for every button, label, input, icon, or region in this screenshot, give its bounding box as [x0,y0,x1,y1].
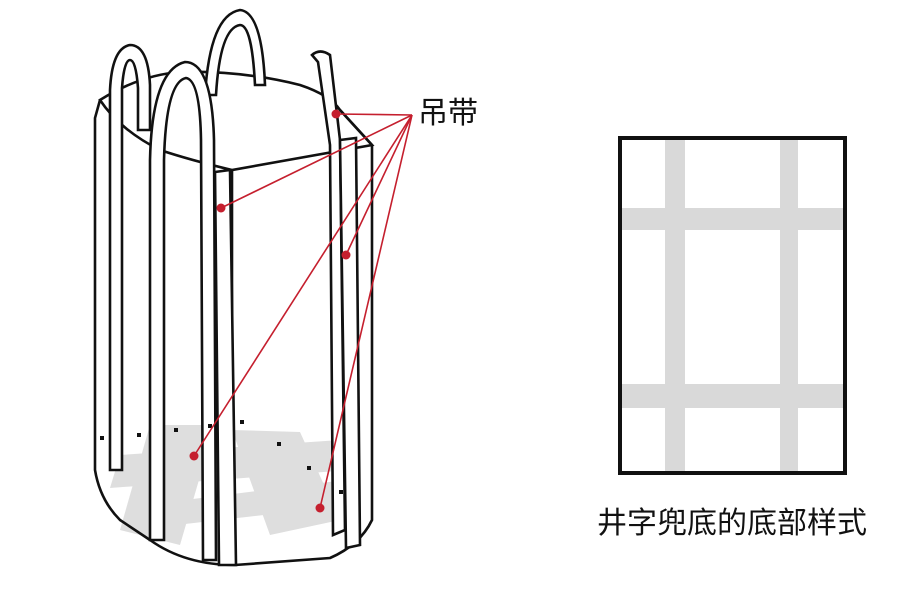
strap-right-front [338,136,362,550]
strap-right [310,50,347,537]
strap-front-middle [213,168,238,567]
callout-dot-3 [341,250,351,260]
vertical-band-left [665,140,685,471]
strap-front-left [148,60,218,562]
strap-back-rear [203,8,267,97]
horizontal-band-top [622,208,843,230]
callout-line-5 [319,114,413,509]
strap-callouts [189,109,413,513]
vertical-band-right [780,140,798,471]
bag-stitch-marks [100,420,343,494]
callout-line-3 [345,114,413,256]
callout-line-1 [335,113,413,116]
callout-dot-5 [315,503,325,513]
bulk-bag-illustration: 吊带 [93,8,478,567]
strap-label: 吊带 [418,96,478,131]
callout-line-2 [220,114,413,209]
bottom-pattern-frame [618,136,847,475]
callout-dot-1 [331,109,341,119]
bottom-pattern-caption: 井字兜底的底部样式 [597,506,867,541]
bottom-pattern-diagram: 井字兜底的底部样式 [597,136,867,541]
callout-dot-4 [189,451,199,461]
strap-back-left [108,43,152,472]
callout-line-4 [193,114,413,457]
callout-dot-2 [216,203,226,213]
horizontal-band-bottom [622,384,843,408]
